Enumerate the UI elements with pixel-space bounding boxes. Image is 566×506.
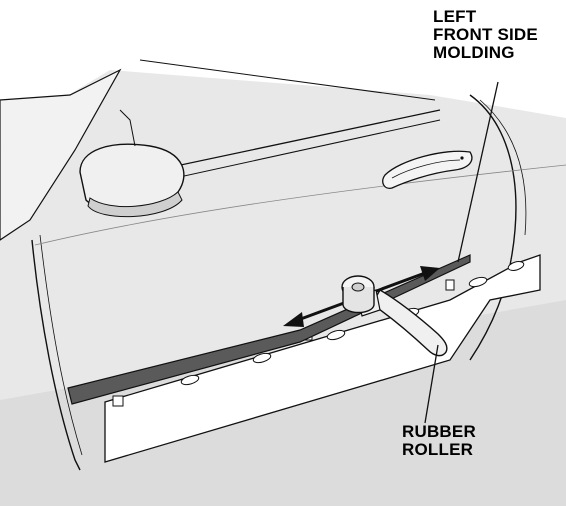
body-crease-line [34, 164, 566, 246]
side-mirror-icon [79, 109, 185, 218]
molding-label-line-3: MOLDING [433, 43, 515, 62]
door-front-edge [31, 239, 81, 471]
roller-label-line-1: RUBBER [402, 422, 476, 441]
molding-label-line-2: FRONT SIDE [433, 25, 538, 44]
rubber-roller-label: RUBBER ROLLER [402, 423, 476, 459]
molding-label-line-1: LEFT [433, 7, 477, 26]
window-glass-edge [139, 59, 436, 101]
side-molding-strip [67, 254, 471, 405]
left-front-side-molding-label: LEFT FRONT SIDE MOLDING [433, 8, 538, 62]
molding-leader-line [457, 81, 499, 263]
roller-label-line-2: ROLLER [402, 440, 474, 459]
rubber-roller-icon [341, 275, 448, 357]
door-rear-edge [469, 94, 517, 361]
door-front-edge-inner [39, 234, 83, 456]
a-pillar [0, 68, 122, 241]
door-handle-icon [382, 150, 473, 189]
roller-leader-line [424, 344, 439, 424]
